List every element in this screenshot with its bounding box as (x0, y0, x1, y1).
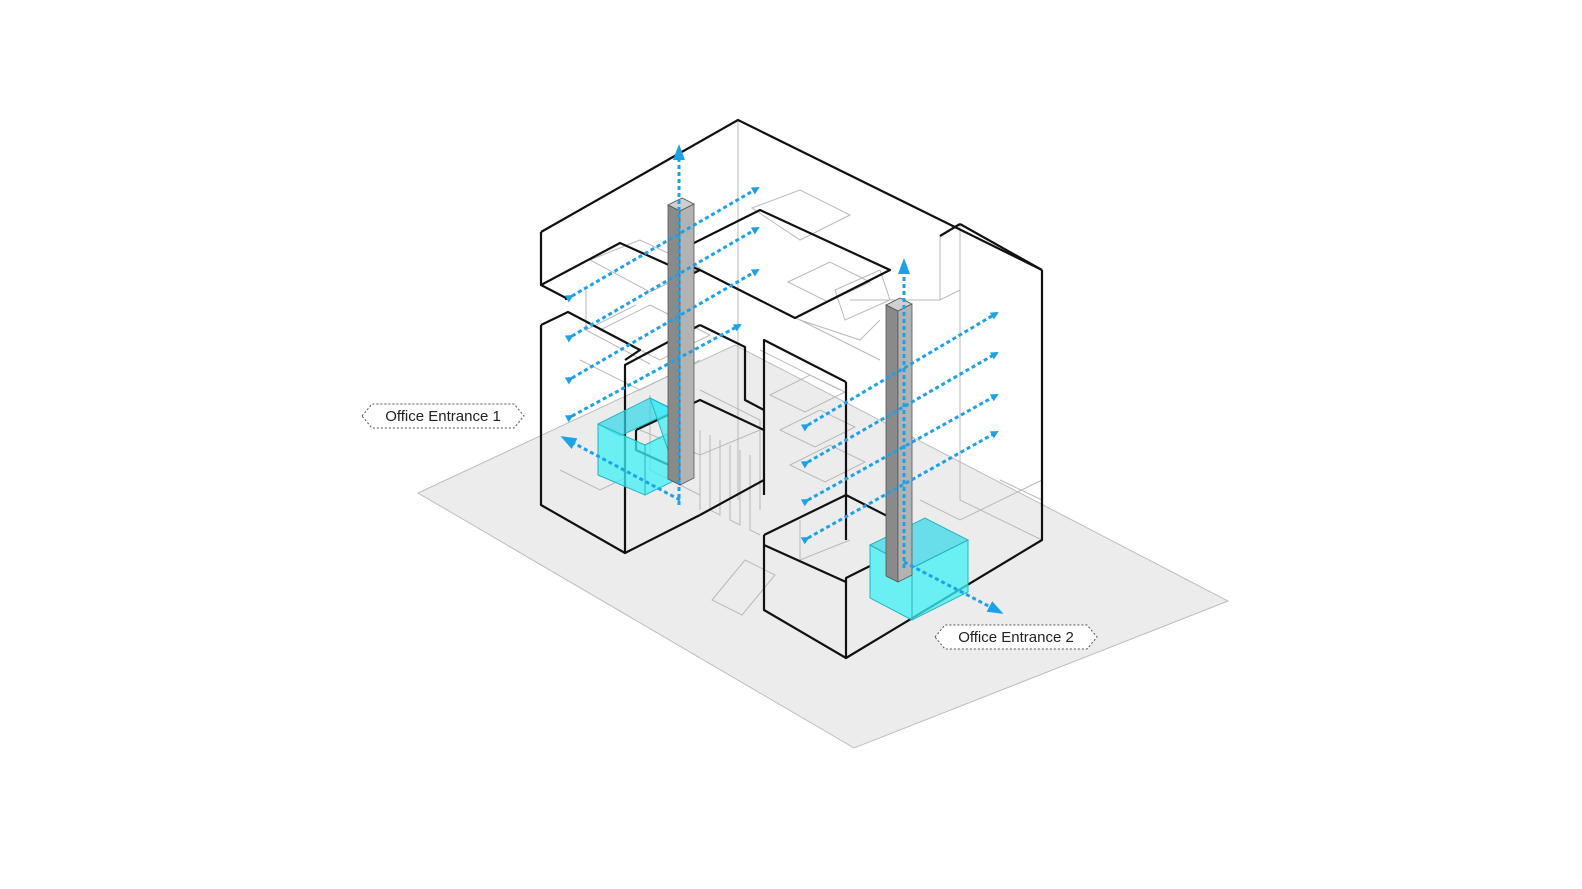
exhaust-shaft-1 (667, 197, 695, 486)
ground-plane (416, 344, 1230, 749)
office-entrance-1-text: Office Entrance 1 (385, 408, 501, 425)
airflow-arrows-left (564, 186, 760, 423)
entrance-arrow-1 (560, 436, 681, 502)
office-entrance-1-label: Office Entrance 1 (361, 403, 525, 429)
office-entrance-2-text: Office Entrance 2 (958, 629, 1074, 646)
exhaust-shaft-2 (885, 297, 913, 583)
office-entrance-2-label: Office Entrance 2 (934, 624, 1098, 650)
